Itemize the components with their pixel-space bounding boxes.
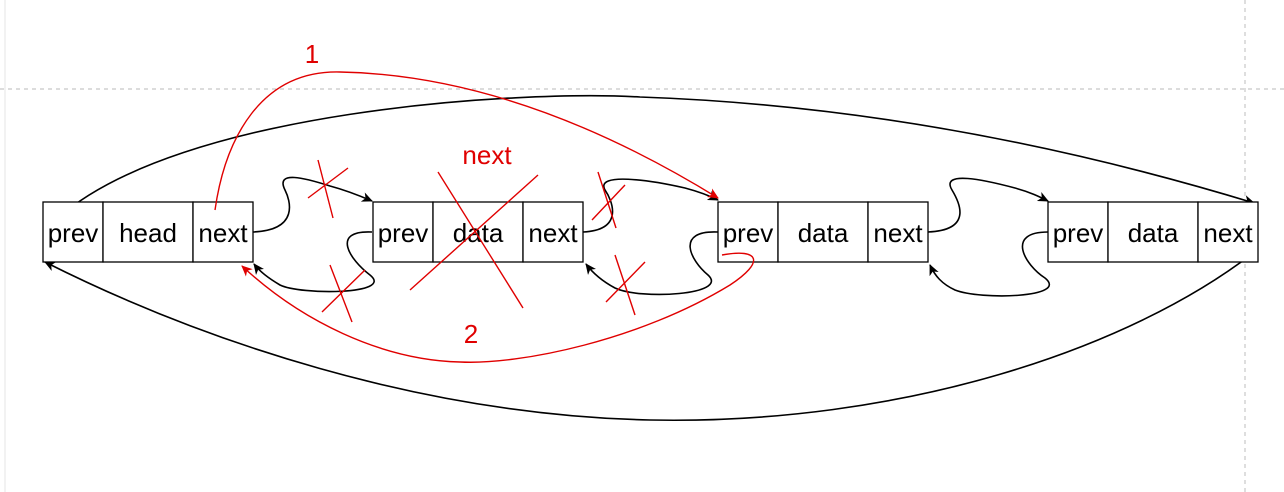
cell-label: prev <box>378 218 429 248</box>
x-mark-b2 <box>321 269 366 313</box>
new-next-pointer-1 <box>214 71 719 211</box>
step-2-label: 2 <box>464 319 478 349</box>
head-to-tail-arc <box>44 249 1258 422</box>
node-2-next-cell <box>867 201 929 263</box>
cell-label: data <box>453 218 504 248</box>
x-mark-c2 <box>591 184 626 221</box>
node-1-prev-cell <box>372 201 434 263</box>
cell-label: next <box>873 218 923 248</box>
node-1-data-cell <box>432 201 524 263</box>
node-3-prev-cell <box>1047 201 1109 263</box>
x-mark-d2 <box>605 261 646 303</box>
cell-label: data <box>798 218 849 248</box>
node-3-next-cell <box>1197 201 1259 263</box>
cell-label: data <box>1128 218 1179 248</box>
node-1-next-cell <box>522 201 584 263</box>
node-head-next-cell <box>192 201 254 263</box>
node2-next-to-node3 <box>927 177 1049 233</box>
node-3-data-cell <box>1107 201 1199 263</box>
node-2: prev data next <box>717 201 929 263</box>
cell-label: head <box>119 218 177 248</box>
node-2-data-cell <box>777 201 869 263</box>
deletion-annotations: 1 2 next <box>214 39 755 363</box>
node-head-prev-cell <box>42 201 104 263</box>
node-head-head-cell <box>102 201 194 263</box>
cell-label: prev <box>1053 218 1104 248</box>
cell-label: next <box>528 218 578 248</box>
cell-label: prev <box>48 218 99 248</box>
node-1: prev data next <box>372 201 584 263</box>
cell-label: prev <box>723 218 774 248</box>
node-3: prev data next <box>1047 201 1259 263</box>
strike-node1-b <box>409 174 539 291</box>
head-next-to-node1 <box>252 176 373 233</box>
step-1-label: 1 <box>305 39 319 69</box>
node2-prev-to-node1 <box>585 231 719 296</box>
tail-to-head-arc <box>57 94 1255 219</box>
strike-node1-a <box>437 171 524 309</box>
cell-label: next <box>198 218 248 248</box>
x-mark-a2 <box>307 167 349 199</box>
x-mark-d1 <box>614 254 636 316</box>
node1-prev-to-head <box>253 231 375 293</box>
new-prev-pointer-2 <box>241 252 755 363</box>
crossed-next-label: next <box>462 140 512 170</box>
x-mark-a1 <box>317 159 334 219</box>
node-head: prev head next <box>42 201 254 263</box>
cell-label: next <box>1203 218 1253 248</box>
x-mark-c1 <box>597 171 617 229</box>
node3-prev-to-node2 <box>929 231 1050 297</box>
